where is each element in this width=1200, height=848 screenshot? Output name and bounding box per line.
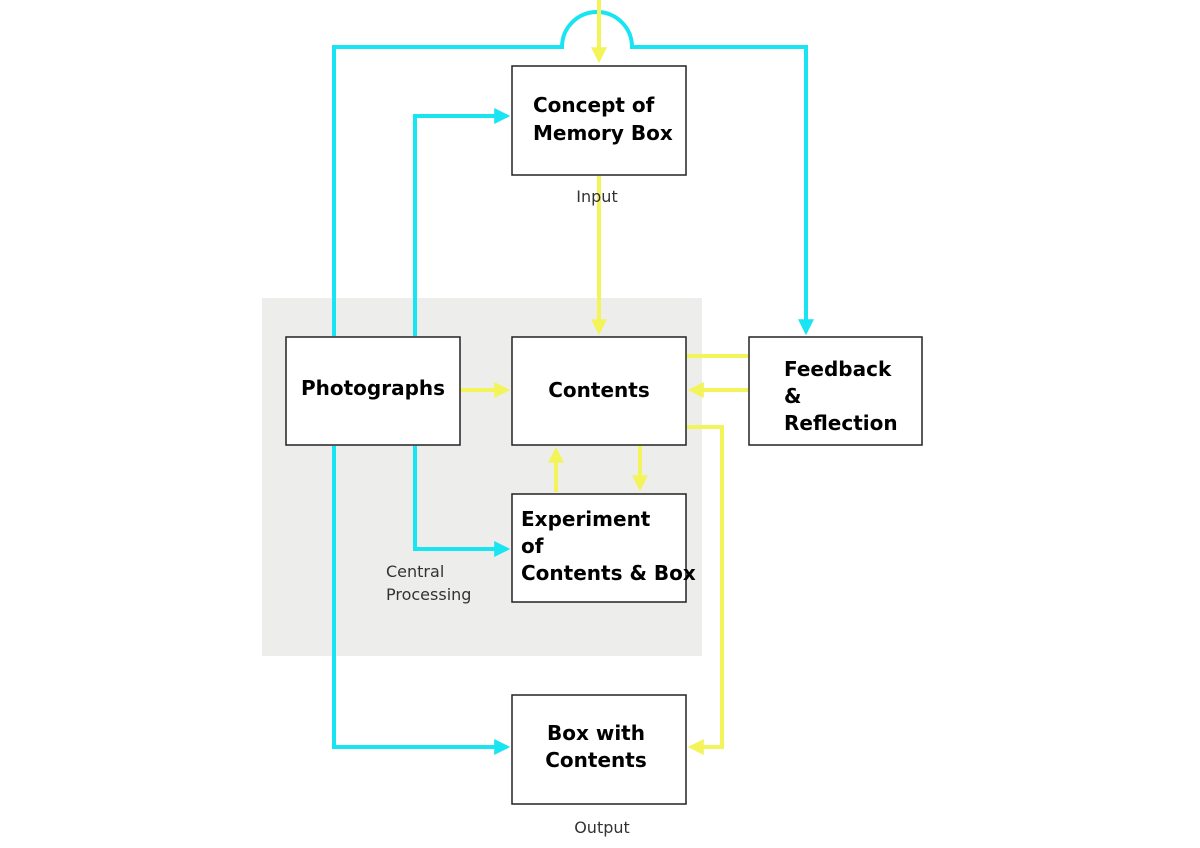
experiment-label-line-2: of: [521, 534, 544, 558]
output-box-label-line-1: Box with: [547, 721, 645, 745]
concept-label-line-1: Concept of: [533, 93, 655, 117]
node-photographs: Photographs: [285, 336, 461, 446]
contents-to-output: [687, 425, 724, 755]
node-contents: Contents: [511, 336, 687, 446]
concept-label-line-2: Memory Box: [533, 121, 673, 145]
node-concept-of-memory-box: Concept of Memory Box: [511, 65, 687, 176]
output-caption: Output: [574, 818, 630, 837]
contents-label: Contents: [548, 378, 649, 402]
photographs-label: Photographs: [301, 376, 445, 400]
feedback-label-line-2: &: [784, 384, 801, 408]
input-caption: Input: [576, 187, 617, 206]
experiment-label-line-3: Contents & Box: [521, 561, 696, 585]
output-box-label-line-2: Contents: [545, 748, 646, 772]
central-processing-caption-line-2: Processing: [386, 585, 471, 604]
node-feedback-reflection: Feedback & Reflection: [748, 336, 923, 446]
node-experiment: Experiment of Contents & Box: [511, 493, 696, 603]
node-box-with-contents: Box with Contents: [511, 694, 687, 805]
feedback-label-line-1: Feedback: [784, 357, 892, 381]
yellow-connectors: [461, 0, 748, 755]
experiment-label-line-1: Experiment: [521, 507, 651, 531]
photographs-to-experiment: [413, 446, 511, 557]
central-processing-caption-line-1: Central: [386, 562, 444, 581]
photographs-to-output: [332, 446, 511, 755]
feedback-label-line-3: Reflection: [784, 411, 898, 435]
photographs-to-concept: [413, 108, 511, 336]
